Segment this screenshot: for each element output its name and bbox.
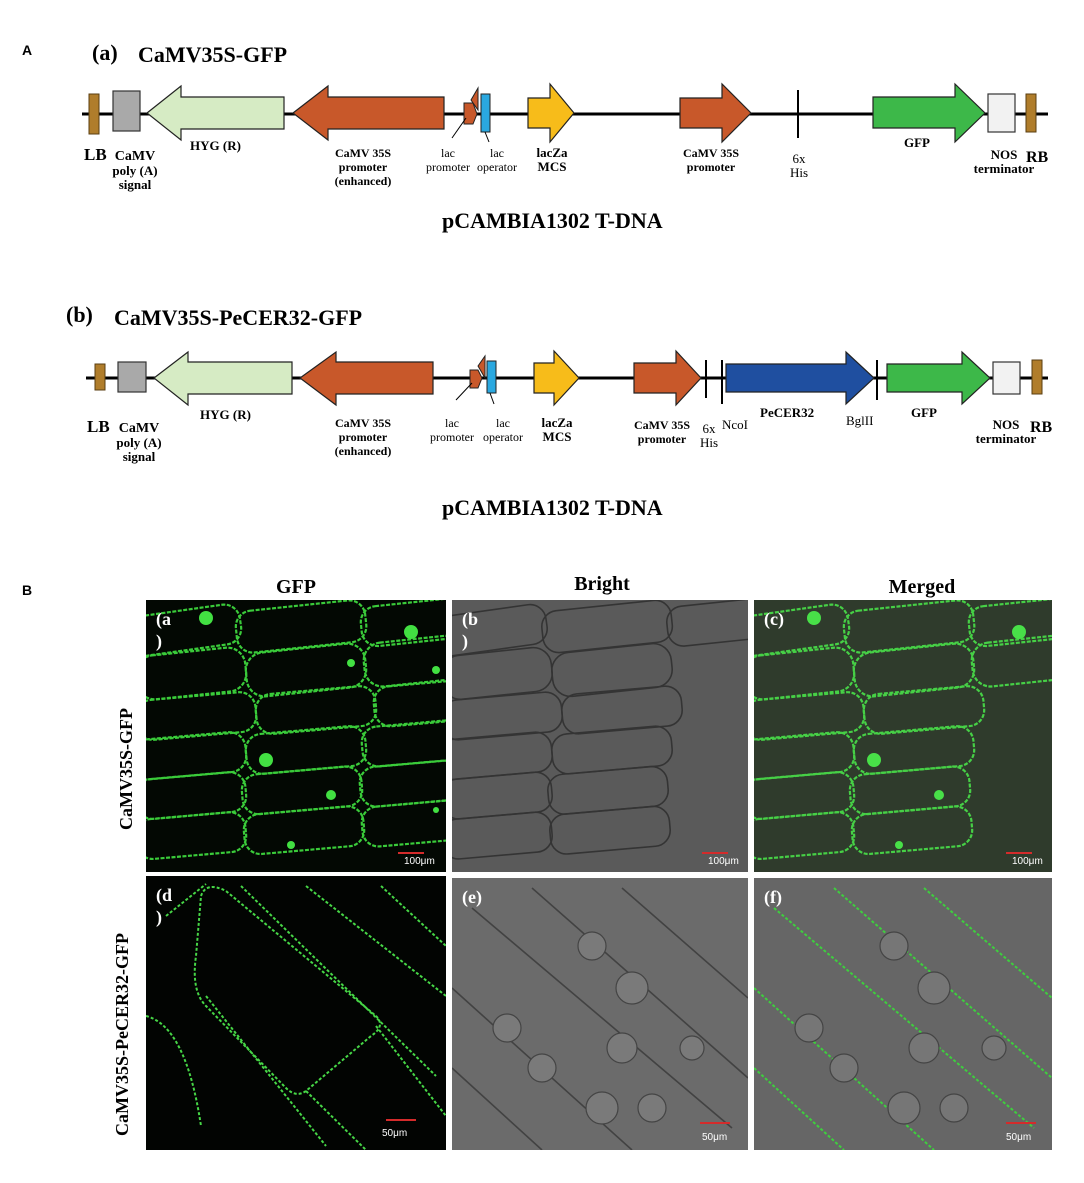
bglii-label: BglII <box>846 413 874 428</box>
lac-operator-box <box>480 93 491 133</box>
camv35s-label: CaMV 35S promoter <box>633 418 691 446</box>
construct-b-name: CaMV35S-PeCER32-GFP <box>114 305 363 330</box>
lac-promoter-flag <box>477 354 486 380</box>
column-title-gfp: GFP <box>276 576 316 598</box>
scale-label: 100μm <box>404 856 435 867</box>
scale-label: 100μm <box>1012 856 1043 867</box>
rb-border <box>1025 93 1037 133</box>
construct-a-name: CaMV35S-GFP <box>138 42 288 67</box>
lb-label: LB <box>87 417 110 436</box>
vector-a-title: pCAMBIA1302 T-DNA <box>442 208 663 233</box>
construct-a-tag: (a) <box>92 40 118 65</box>
gfp-label: GFP <box>904 135 930 150</box>
camv-polya-label: CaMV poly (A) signal <box>112 149 158 192</box>
vector-b-title: pCAMBIA1302 T-DNA <box>442 495 663 520</box>
nos-terminator-box <box>987 93 1016 133</box>
lac-promoter-arrow <box>469 369 483 389</box>
construct-b-tag: (b) <box>66 302 93 327</box>
row-title-camv35s-pecer32-gfp: CaMV35S-PeCER32-GFP <box>112 933 132 1136</box>
camv35s-arrow <box>633 349 702 407</box>
micrograph-merged-row2: (f) 50μm <box>754 878 1052 1150</box>
lb-border <box>88 93 100 135</box>
micrograph-gfp-row2: (d) 50μm <box>146 876 446 1150</box>
micrograph-bright-row2: (e) 50μm <box>452 878 748 1150</box>
his-label: 6x His <box>699 421 719 450</box>
camv35s-enh-label: CaMV 35S promoter (enhanced) <box>334 146 392 188</box>
micrograph-bright-row1: (b) 100μm <box>452 600 748 872</box>
row-title-camv35s-gfp: CaMV35S-GFP <box>116 708 136 830</box>
lac-operator-label: lac operator <box>477 146 517 174</box>
scale-bar <box>702 852 728 854</box>
rb-label: RB <box>1030 419 1053 436</box>
gfp-arrow <box>886 350 991 406</box>
column-title-merged: Merged <box>888 576 956 598</box>
lac-promoter-label: lac promoter <box>426 146 470 174</box>
lac-promoter-label: lac promoter <box>430 416 474 444</box>
lacza-mcs-label: lacZa MCS <box>541 415 573 444</box>
hyg-label: HYG (R) <box>200 407 251 422</box>
scale-label: 50μm <box>1006 1132 1032 1143</box>
hyg-arrow <box>153 350 293 407</box>
camv35s-label: CaMV 35S promoter <box>682 146 740 174</box>
scale-bar <box>700 1122 730 1124</box>
panel-a-letter: A <box>22 42 33 58</box>
lac-operator-box <box>486 360 497 394</box>
camv-polya-label: CaMV poly (A) signal <box>116 421 162 464</box>
micrograph-label: (e) <box>462 887 482 907</box>
scale-bar <box>1006 852 1032 854</box>
his-label: 6x His <box>789 151 809 180</box>
lacza-arrow <box>533 349 580 407</box>
lb-label: LB <box>84 145 107 164</box>
hyg-label: HYG (R) <box>190 138 241 153</box>
micrograph-gfp-row1: (a) 100μm <box>146 600 446 872</box>
micrograph-label: (a) <box>156 609 171 651</box>
scale-label: 100μm <box>708 856 739 867</box>
lac-promoter-flag <box>470 86 479 112</box>
lacza-mcs-label: lacZa MCS <box>536 145 568 174</box>
pecer32-arrow <box>725 350 875 406</box>
gfp-label: GFP <box>911 405 937 420</box>
rb-border <box>1031 359 1043 395</box>
scale-bar <box>1006 1122 1036 1124</box>
hyg-arrow <box>146 84 285 142</box>
micrograph-label: (f) <box>764 887 782 907</box>
column-title-bright: Bright <box>574 573 630 595</box>
rb-label: RB <box>1026 149 1049 166</box>
nos-label: NOS terminator <box>973 147 1035 176</box>
micrograph-label: (b) <box>462 609 479 651</box>
micrograph-merged-row1: (c) 100μm <box>754 600 1052 872</box>
micrograph-label: (c) <box>764 609 784 629</box>
camv35s-arrow <box>679 82 752 144</box>
scale-label: 50μm <box>382 1128 408 1139</box>
micrograph-label: (d) <box>156 885 173 927</box>
camv-polya-box <box>117 361 147 393</box>
pecer32-label: PeCER32 <box>760 405 815 420</box>
gfp-arrow <box>872 82 986 144</box>
lb-border <box>94 363 106 391</box>
camv35s-enh-arrow <box>292 84 445 142</box>
camv-polya-box <box>112 90 141 132</box>
lacza-arrow <box>527 82 575 144</box>
scale-bar <box>398 852 424 854</box>
nos-terminator-box <box>992 361 1021 395</box>
camv35s-enh-arrow <box>298 350 434 407</box>
construct-a-map <box>82 82 1048 144</box>
nos-label: NOS terminator <box>975 417 1037 446</box>
lac-operator-label: lac operator <box>483 416 523 444</box>
scale-label: 50μm <box>702 1132 728 1143</box>
camv35s-enh-label: CaMV 35S promoter (enhanced) <box>334 416 392 458</box>
scale-bar <box>386 1119 416 1121</box>
construct-b-map <box>86 349 1048 407</box>
ncoi-label: NcoI <box>722 417 748 432</box>
panel-b-letter: B <box>22 582 33 598</box>
